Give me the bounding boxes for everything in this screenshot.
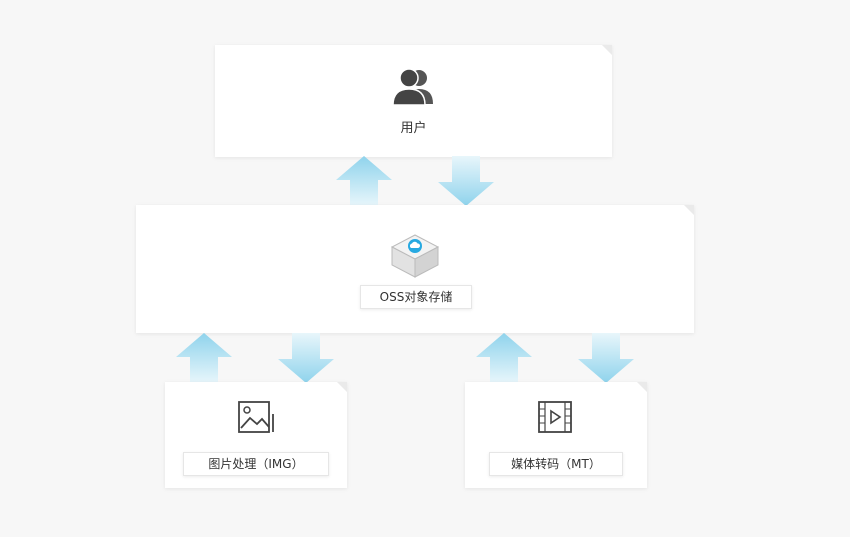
user-card: 用户 <box>215 45 612 157</box>
card-fold <box>684 205 694 215</box>
arrow-up-img-to-oss <box>176 333 232 383</box>
card-fold <box>637 382 647 392</box>
img-label: 图片处理（IMG） <box>183 452 329 476</box>
arrow-down-oss-to-mt <box>578 333 634 383</box>
arrow-down-user-to-oss <box>438 156 494 206</box>
user-label: 用户 <box>400 121 427 136</box>
cloud-storage-cube-icon <box>390 234 440 278</box>
mt-card: 媒体转码（MT） <box>465 382 647 488</box>
oss-label: OSS对象存储 <box>360 285 472 309</box>
arrow-down-oss-to-img <box>278 333 334 383</box>
video-file-icon <box>538 401 572 433</box>
arrow-up-oss-to-user <box>336 156 392 206</box>
arrow-up-mt-to-oss <box>476 333 532 383</box>
users-icon <box>392 68 433 106</box>
card-fold <box>602 45 612 55</box>
img-card: 图片处理（IMG） <box>165 382 347 488</box>
card-fold <box>337 382 347 392</box>
oss-card: OSS对象存储 <box>136 205 694 333</box>
mt-label: 媒体转码（MT） <box>489 452 623 476</box>
image-icon <box>238 401 274 433</box>
